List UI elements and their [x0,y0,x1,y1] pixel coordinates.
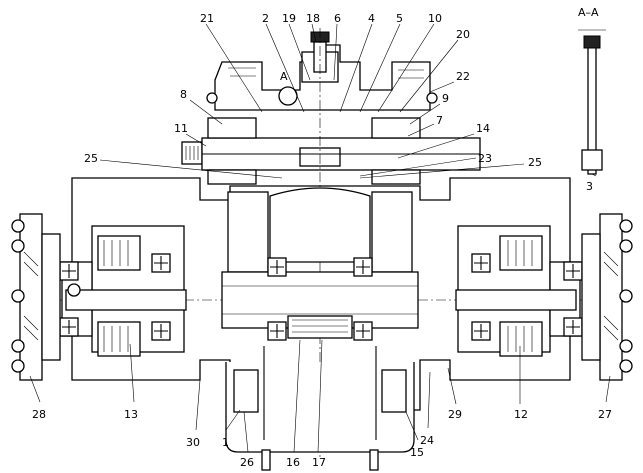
section-view [578,29,606,175]
callout-labels: A–A A 3 21 2 19 18 6 4 5 10 20 22 8 9 7 … [32,6,612,469]
callout-8: 8 [180,88,187,101]
callout-12: 12 [514,408,528,421]
callout-14: 14 [476,122,490,135]
callout-24: 24 [420,434,434,447]
callout-29: 29 [448,408,462,421]
callout-9: 9 [442,92,449,105]
callout-23: 23 [478,152,492,165]
callout-19: 19 [282,12,296,25]
callout-25-right: 25 [528,156,542,169]
callout-5: 5 [396,12,403,25]
leader-lines [29,23,611,453]
right-hub [455,225,583,357]
upper-housing [206,31,438,111]
input-shaft [181,117,481,185]
right-flange [581,213,633,381]
callout-4: 4 [368,12,375,25]
central-gears [221,187,419,341]
callout-18: 18 [306,12,320,25]
callout-7: 7 [436,114,443,127]
callout-2: 2 [262,12,269,25]
section-title: A–A [578,6,599,19]
callout-15: 15 [410,446,424,459]
callout-22: 22 [456,70,470,83]
left-flange [11,213,61,381]
section-mark: A [280,70,288,83]
callout-13: 13 [124,408,138,421]
callout-16: 16 [286,456,300,469]
callout-25-left: 25 [84,152,98,165]
callout-17: 17 [312,456,326,469]
left-hub [59,225,187,357]
section-part-label: 3 [586,180,593,193]
callout-10: 10 [428,12,442,25]
callout-20: 20 [456,28,470,41]
callout-27: 27 [598,408,612,421]
callout-21: 21 [200,12,214,25]
callout-6: 6 [334,12,341,25]
callout-26: 26 [240,456,254,469]
callout-1: 1 [222,436,229,449]
lower-sump [225,346,415,471]
callout-11: 11 [174,122,188,135]
callout-28: 28 [32,408,46,421]
callout-30: 30 [186,436,200,449]
